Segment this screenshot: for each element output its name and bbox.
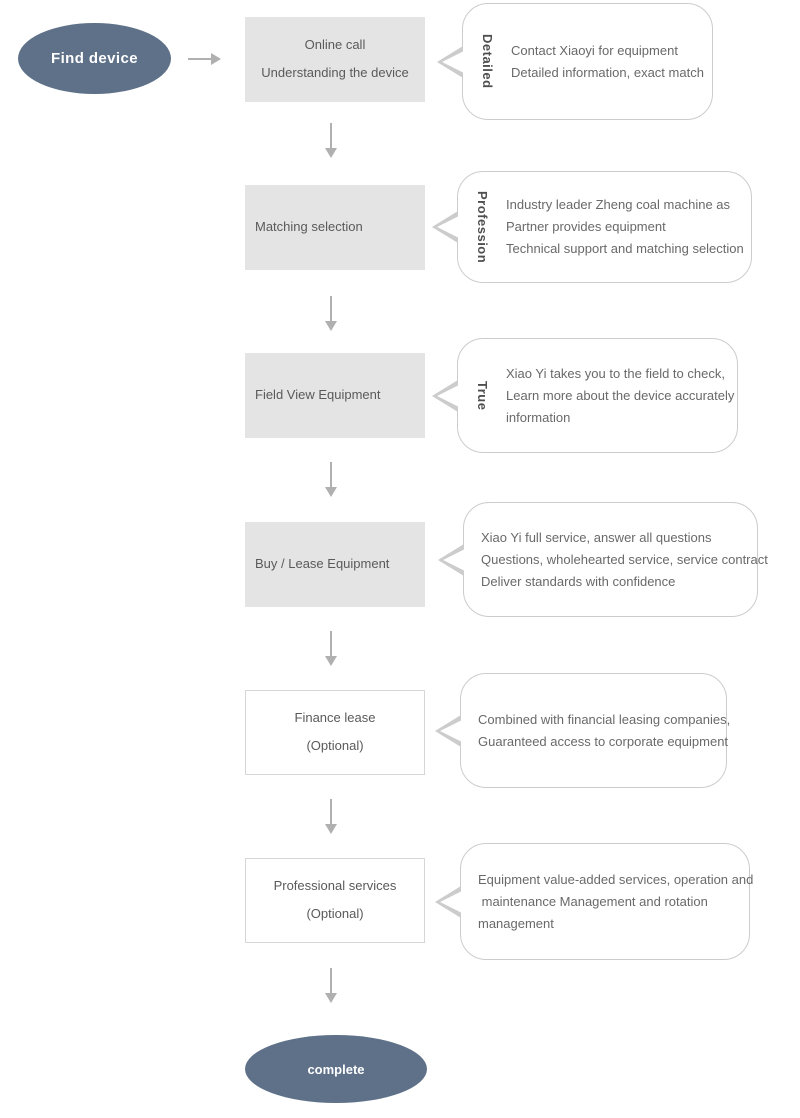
note-line: Combined with financial leasing companie…	[478, 711, 731, 727]
down-arrow-icon	[324, 799, 338, 835]
step-note-text-2: Industry leader Zheng coal machine as Pa…	[506, 194, 744, 260]
step-note-text-4: Xiao Yi full service, answer all questio…	[481, 527, 768, 593]
note-line: maintenance Management and rotation	[478, 893, 708, 909]
step-note-text-1: Contact Xiaoyi for equipment Detailed in…	[511, 40, 704, 84]
step-box-3: Field View Equipment	[245, 353, 425, 438]
step-note-text-5: Combined with financial leasing companie…	[478, 709, 730, 753]
note-line: Guaranteed access to corporate equipment	[478, 733, 729, 749]
note-line: Partner provides equipment	[506, 219, 666, 234]
end-node-label: complete	[307, 1061, 365, 1077]
step-box-line: Buy / Lease Equipment	[255, 556, 390, 572]
step-box-2: Matching selection	[245, 185, 425, 270]
down-arrow-icon	[324, 631, 338, 667]
step-box-1: Online call Understanding the device	[245, 17, 425, 102]
down-arrow-icon	[324, 968, 338, 1004]
step-note-bubble-6: Equipment value-added services, operatio…	[460, 843, 753, 960]
note-line: Xiao Yi takes you to the field to check,	[506, 365, 725, 381]
step-box-line: Matching selection	[255, 219, 363, 235]
right-arrow-icon	[188, 52, 222, 66]
note-line: Industry leader Zheng coal machine as	[506, 197, 731, 212]
step-tag-3: True	[475, 380, 490, 411]
note-line: Equipment value-added services, operatio…	[478, 871, 754, 887]
down-arrow-icon	[324, 123, 338, 159]
step-note-text-6: Equipment value-added services, operatio…	[478, 869, 753, 935]
start-node: Find device	[18, 23, 171, 94]
step-tag-2: Profession	[475, 190, 490, 264]
step-box-line: (Optional)	[306, 906, 364, 921]
step-note-text-3: Xiao Yi takes you to the field to check,…	[506, 363, 734, 429]
note-line: Questions, wholehearted service, service…	[481, 551, 768, 567]
step-note-bubble-5: Combined with financial leasing companie…	[460, 673, 730, 788]
end-node: complete	[245, 1035, 427, 1103]
start-node-label: Find device	[51, 50, 138, 67]
note-line: Learn more about the device accurately	[506, 387, 735, 403]
step-note-bubble-4: Xiao Yi full service, answer all questio…	[463, 502, 768, 617]
step-note-bubble-3: True Xiao Yi takes you to the field to c…	[457, 338, 738, 453]
step-box-line: Field View Equipment	[255, 387, 381, 403]
note-line: information	[506, 409, 571, 425]
note-line: Detailed information, exact match	[511, 64, 704, 80]
note-line: Contact Xiaoyi for equipment	[511, 42, 678, 58]
note-line: Xiao Yi full service, answer all questio…	[481, 529, 712, 545]
step-box-line: Understanding the device	[261, 65, 409, 80]
down-arrow-icon	[324, 462, 338, 498]
note-line: management	[478, 915, 554, 931]
step-note-bubble-2: Profession Industry leader Zheng coal ma…	[457, 171, 752, 283]
step-box-line: Online call	[304, 37, 366, 53]
step-box-6: Professional services (Optional)	[245, 858, 425, 943]
step-note-bubble-1: Detailed Contact Xiaoyi for equipment De…	[462, 3, 713, 120]
note-line: Technical support and matching selection	[506, 241, 744, 256]
step-box-4: Buy / Lease Equipment	[245, 522, 425, 607]
step-box-line: (Optional)	[306, 738, 364, 753]
step-box-line: Professional services	[273, 878, 397, 894]
step-box-line: Finance lease	[294, 710, 376, 726]
step-box-5: Finance lease (Optional)	[245, 690, 425, 775]
step-tag-1: Detailed	[480, 34, 495, 89]
down-arrow-icon	[324, 296, 338, 332]
note-line: Deliver standards with confidence	[481, 573, 676, 589]
